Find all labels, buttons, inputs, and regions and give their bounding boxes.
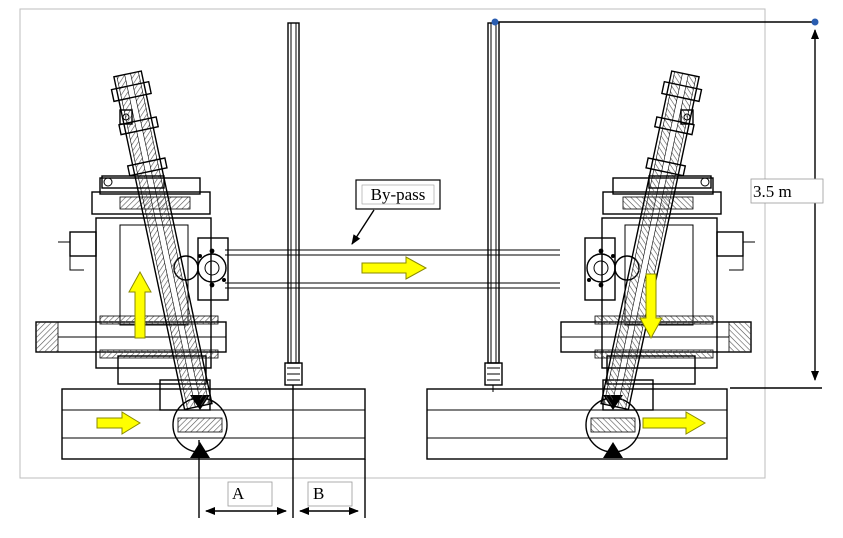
left-main-pipe [61,388,366,460]
bypass-flow-arrow [361,256,428,280]
right-vertical-rod [484,22,503,392]
bypass-label: By-pass [371,185,426,204]
drawing-frame [19,8,766,479]
inlet-flow-arrow [96,411,141,435]
ab-dimensions: A B [198,385,366,518]
height-ref-point-left [491,18,499,26]
bypass-callout: By-pass [351,179,441,245]
downcomer-down-arrow [639,273,663,340]
dim-b-label: B [313,484,324,503]
outlet-flow-arrow [642,411,706,435]
height-dimension: 3.5 m [491,18,824,389]
riser-up-arrow [128,270,152,339]
height-label: 3.5 m [753,182,792,201]
left-vertical-rod [284,22,303,392]
dim-a-label: A [232,484,245,503]
right-main-pipe [426,388,728,460]
left-valve-assembly [35,70,229,458]
right-valve-assembly [560,70,755,458]
height-ref-point-right [811,18,819,26]
bypass-pipe [225,249,560,289]
